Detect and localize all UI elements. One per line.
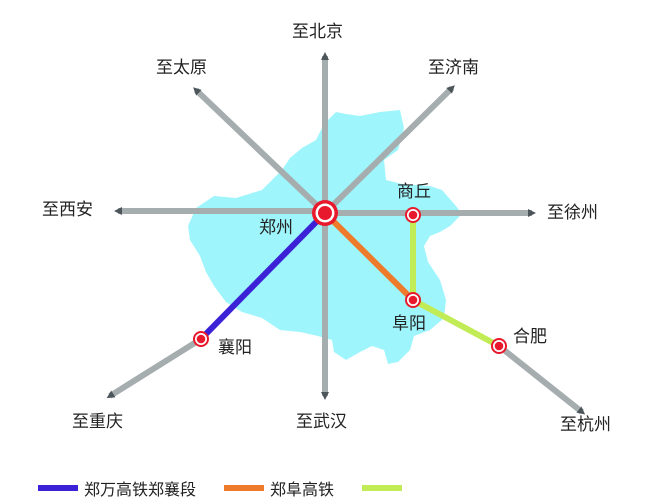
label-to-chongqing: 至重庆 (72, 412, 123, 432)
arrow-to-hangzhou (497, 343, 586, 415)
station-shangqiu (405, 207, 421, 223)
station-xiangyang (193, 331, 209, 347)
label-to-taiyuan: 至太原 (156, 58, 207, 78)
label-shangqiu: 商丘 (397, 182, 431, 202)
arrow-to-taiyuan (193, 87, 328, 216)
legend-swatch-green (362, 485, 403, 491)
station-hefei (491, 338, 507, 354)
label-to-xian: 至西安 (42, 200, 93, 220)
label-fuyang: 阜阳 (392, 314, 426, 334)
arrow-to-chongqing (106, 336, 203, 399)
arrow-to-jinan (322, 85, 455, 216)
legend-item-green (362, 485, 408, 491)
station-zhengzhou (312, 200, 338, 226)
legend: 郑万高铁郑襄段 郑阜高铁 (38, 476, 436, 500)
label-to-xuzhou: 至徐州 (547, 203, 598, 223)
zhengfu-line (322, 210, 416, 303)
legend-swatch-orange (224, 485, 265, 491)
legend-item-zhengfu: 郑阜高铁 (224, 476, 334, 500)
label-zhengzhou: 郑州 (259, 218, 293, 238)
legend-label: 郑万高铁郑襄段 (84, 480, 197, 499)
zhengwan-line (198, 210, 328, 342)
label-to-beijing: 至北京 (292, 22, 343, 42)
station-fuyang (405, 292, 421, 308)
label-hefei: 合肥 (513, 327, 547, 347)
label-to-hangzhou: 至杭州 (560, 415, 611, 435)
legend-swatch-blue (38, 485, 78, 491)
label-to-wuhan: 至武汉 (296, 412, 347, 432)
label-xiangyang: 襄阳 (218, 338, 252, 358)
legend-item-zhengwan: 郑万高铁郑襄段 (38, 476, 196, 500)
legend-label: 郑阜高铁 (270, 480, 335, 499)
label-to-jinan: 至济南 (428, 58, 479, 78)
